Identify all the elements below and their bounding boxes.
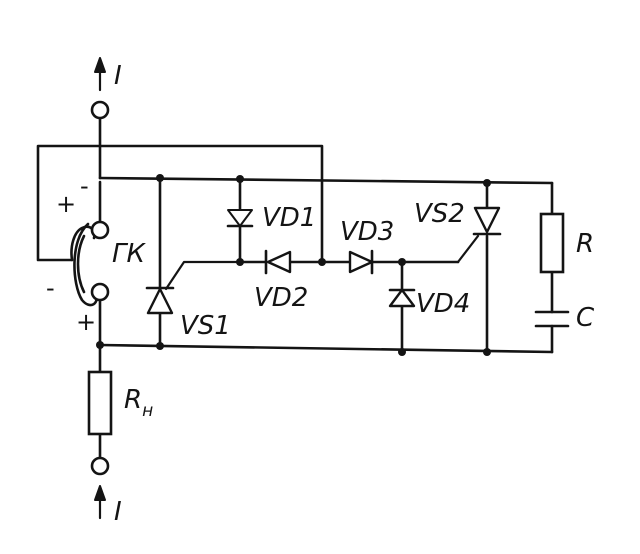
- junction-dot: [96, 341, 104, 349]
- label-load-resistor-sub: н: [142, 401, 153, 421]
- junction-dot: [483, 348, 491, 356]
- current-arrow-top-icon: [94, 57, 106, 92]
- vd2-diode-icon: [264, 249, 292, 275]
- junction-dot: [236, 175, 244, 183]
- label-load-resistor: Rн: [124, 385, 153, 421]
- junction-dots: [96, 174, 491, 356]
- junction-dot: [156, 342, 164, 350]
- label-resistor-r: R: [576, 229, 594, 259]
- load-resistor-icon: [87, 370, 113, 436]
- vd3-diode-icon: [348, 249, 374, 275]
- label-current-top: I: [114, 61, 122, 91]
- label-reed-switch: ГК: [112, 239, 146, 269]
- wire-top-rail: [98, 176, 554, 185]
- label-vd4: VD4: [416, 289, 470, 319]
- junction-dot: [236, 258, 244, 266]
- label-load-resistor-main: R: [124, 385, 142, 415]
- label-vd3: VD3: [340, 217, 394, 247]
- label-vs2: VS2: [414, 199, 465, 229]
- wire-coil-loop: [36, 144, 324, 262]
- wire-vs1-gate: [164, 260, 242, 291]
- junction-dot: [156, 174, 164, 182]
- vs2-thyristor-icon: [472, 206, 502, 236]
- polarity-plus-bottom: +: [76, 308, 96, 336]
- label-vd2: VD2: [254, 283, 308, 313]
- wire-bottom-rail: [98, 343, 554, 354]
- vd4-diode-icon: [388, 288, 416, 308]
- junction-dot: [483, 179, 491, 187]
- label-vd1: VD1: [262, 203, 316, 233]
- wire-vs2-gate: [456, 234, 480, 264]
- capacitor-c-icon: [534, 310, 570, 328]
- label-vs1: VS1: [180, 311, 231, 341]
- junction-dot: [398, 348, 406, 356]
- top-terminal: [90, 100, 110, 120]
- polarity-minus-top: -: [80, 172, 89, 200]
- reed-switch-icon: [70, 220, 110, 307]
- vs1-thyristor-icon: [145, 286, 175, 315]
- polarity-minus-bottom: -: [46, 274, 55, 302]
- reed-contact-top: [90, 220, 110, 240]
- vd1-diode-icon: [226, 209, 254, 228]
- resistor-r-icon: [539, 212, 565, 274]
- label-current-bottom: I: [114, 497, 122, 527]
- bottom-terminal: [90, 456, 110, 476]
- junction-dot: [318, 258, 326, 266]
- reed-contact-bottom: [90, 282, 110, 302]
- label-capacitor-c: C: [576, 303, 595, 333]
- current-arrow-bottom-icon: [94, 485, 106, 520]
- polarity-plus-top: +: [56, 190, 76, 218]
- junction-dot: [398, 258, 406, 266]
